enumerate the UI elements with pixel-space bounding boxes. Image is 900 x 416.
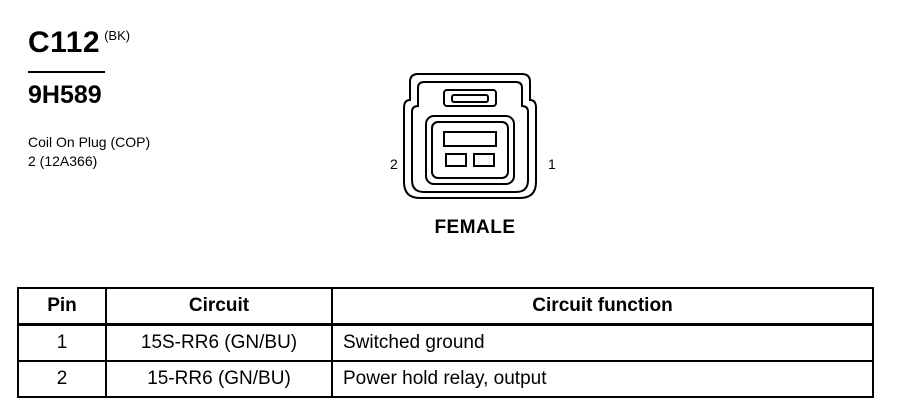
table-row: 1 15S-RR6 (GN/BU) Switched ground: [17, 323, 874, 362]
pin-label-right: 1: [548, 156, 556, 172]
cell-circuit: 15S-RR6 (GN/BU): [105, 323, 333, 362]
terminal-bar: [443, 131, 497, 147]
cell-function: Switched ground: [331, 323, 874, 362]
cell-function: Power hold relay, output: [331, 360, 874, 398]
header-circuit: Circuit: [105, 287, 333, 326]
cell-circuit: 15-RR6 (GN/BU): [105, 360, 333, 398]
connector-header: C112(BK): [28, 28, 130, 58]
cell-pin: 2: [17, 360, 107, 398]
terminal-body-inner: [431, 121, 509, 179]
locking-tab: [443, 89, 497, 107]
header-divider: [28, 71, 105, 73]
connector-id: C112: [28, 26, 101, 59]
table-row: 2 15-RR6 (GN/BU) Power hold relay, outpu…: [17, 360, 874, 398]
header-pin: Pin: [17, 287, 107, 326]
housing-inner-outline: [411, 81, 529, 193]
terminal-body-outer: [425, 115, 515, 185]
part-number: 9H589: [28, 81, 102, 109]
locking-tab-slot: [451, 94, 489, 103]
pin-cavity-1: [473, 153, 495, 167]
connector-variant: 2 (12A366): [28, 153, 98, 169]
connector-description-block: Coil On Plug (COP) 2 (12A366): [28, 133, 150, 171]
header-circuit-function: Circuit function: [331, 287, 874, 326]
connector-face-icon: [403, 73, 537, 199]
pin-cavity-2: [445, 153, 467, 167]
pin-label-left: 2: [390, 156, 398, 172]
table-header-row: Pin Circuit Circuit function: [17, 287, 874, 326]
housing-outer-outline: [403, 73, 537, 199]
connector-color: (BK): [104, 27, 131, 43]
cell-pin: 1: [17, 323, 107, 362]
connector-description: Coil On Plug (COP): [28, 134, 151, 150]
connector-face-diagram: 2 1 FEMALE: [380, 60, 570, 250]
connector-gender-label: FEMALE: [434, 217, 516, 238]
pinout-table: Pin Circuit Circuit function 1 15S-RR6 (…: [17, 287, 874, 398]
